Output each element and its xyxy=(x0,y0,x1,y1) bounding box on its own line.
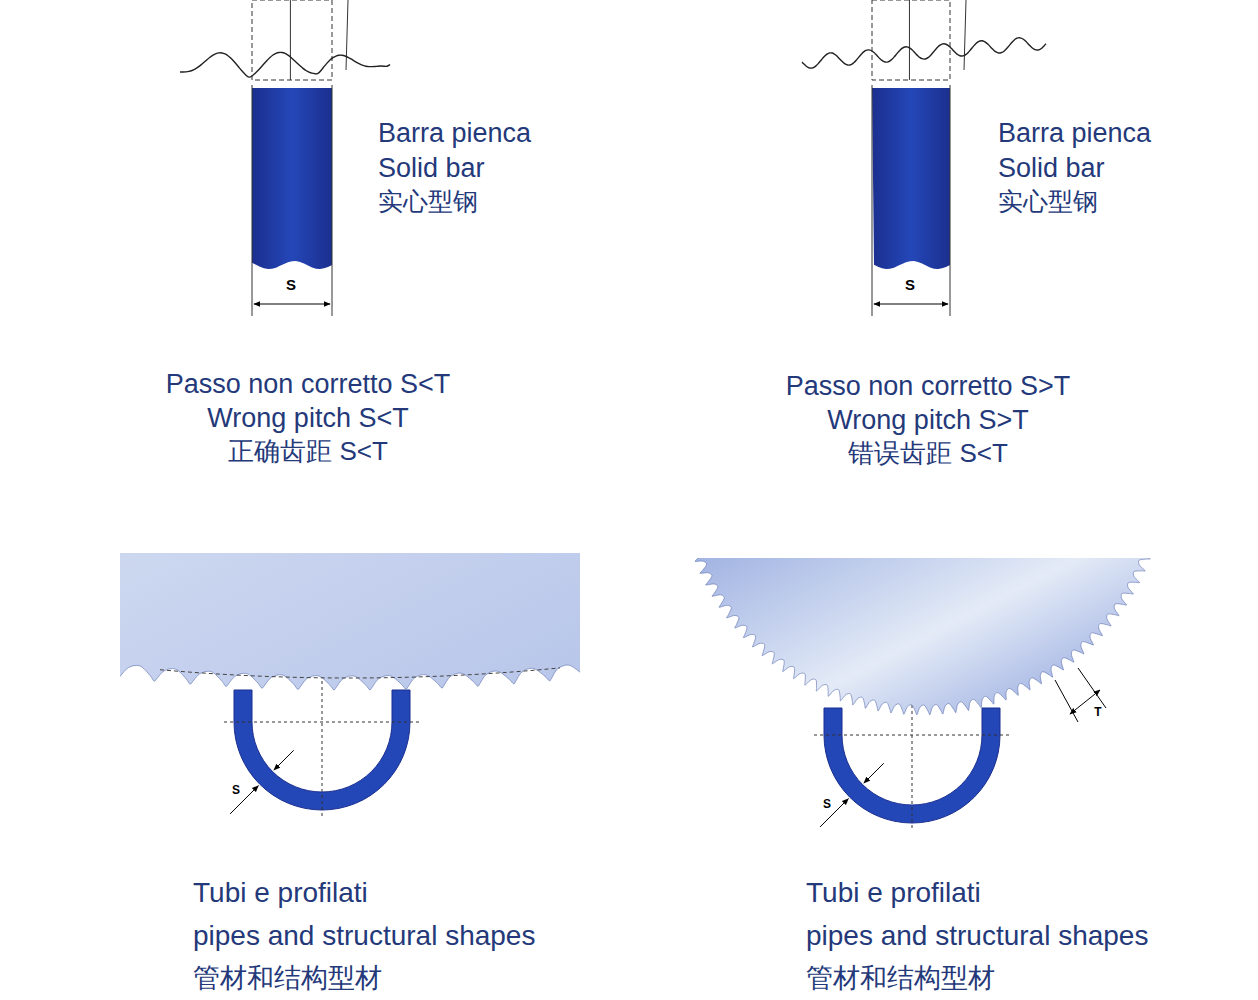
caption-text: 错误齿距 S<T xyxy=(848,439,1008,469)
dimension-arrow xyxy=(864,763,884,783)
dimension-label: T xyxy=(1094,706,1101,720)
dimension-label: S xyxy=(286,276,296,293)
dimension-arrow xyxy=(820,799,848,827)
cut-line xyxy=(160,668,560,678)
caption-text: 正确齿距 S<T xyxy=(228,437,388,467)
dimension-line xyxy=(874,304,948,305)
material-label: Barra pienca xyxy=(998,118,1151,149)
extension-line xyxy=(1055,680,1078,722)
guide-line xyxy=(346,0,348,70)
caption-text: Passo non corretto S>T xyxy=(786,371,1070,402)
extension-line xyxy=(950,85,951,316)
caption-text: pipes and structural shapes xyxy=(193,920,535,952)
caption-text: Wrong pitch S>T xyxy=(827,405,1028,436)
dimension-label: S xyxy=(232,784,240,798)
caption-text: Wrong pitch S<T xyxy=(207,403,408,434)
caption-text: 管材和结构型材 xyxy=(806,963,995,994)
guide-line xyxy=(290,0,291,80)
caption-text: 管材和结构型材 xyxy=(193,963,382,994)
tube-figure xyxy=(814,693,1010,829)
solid-bar xyxy=(872,88,950,269)
dimension-label: S xyxy=(905,276,915,293)
dimension-line xyxy=(254,304,330,305)
center-line xyxy=(322,675,323,816)
guide-line xyxy=(964,0,966,70)
caption-text: Passo non corretto S<T xyxy=(166,369,450,400)
extension-line xyxy=(1078,668,1106,708)
saw-blade xyxy=(695,558,1155,715)
caption-text: Tubi e profilati xyxy=(193,877,368,909)
material-label: Solid bar xyxy=(998,153,1105,184)
tooth-outline xyxy=(872,0,950,80)
solid-bar xyxy=(252,88,332,269)
extension-line xyxy=(252,85,253,316)
saw-blade xyxy=(120,553,580,690)
material-label: Barra pienca xyxy=(378,118,531,149)
tooth-outline xyxy=(252,0,332,80)
extension-line xyxy=(332,85,333,316)
dimension-arrow xyxy=(274,750,294,770)
extension-line xyxy=(872,85,873,316)
material-label: 实心型钢 xyxy=(998,187,1098,216)
guide-line xyxy=(909,0,910,80)
caption-text: Tubi e profilati xyxy=(806,877,981,909)
chip-line xyxy=(802,38,1046,68)
solid-bar-figure xyxy=(180,0,390,316)
caption-text: pipes and structural shapes xyxy=(806,920,1148,952)
center-line xyxy=(912,693,913,829)
chip-line xyxy=(180,52,390,77)
dimension-label: S xyxy=(823,798,831,812)
material-label: 实心型钢 xyxy=(378,187,478,216)
tube-figure xyxy=(224,675,420,816)
material-label: Solid bar xyxy=(378,153,485,184)
center-line xyxy=(224,722,420,723)
